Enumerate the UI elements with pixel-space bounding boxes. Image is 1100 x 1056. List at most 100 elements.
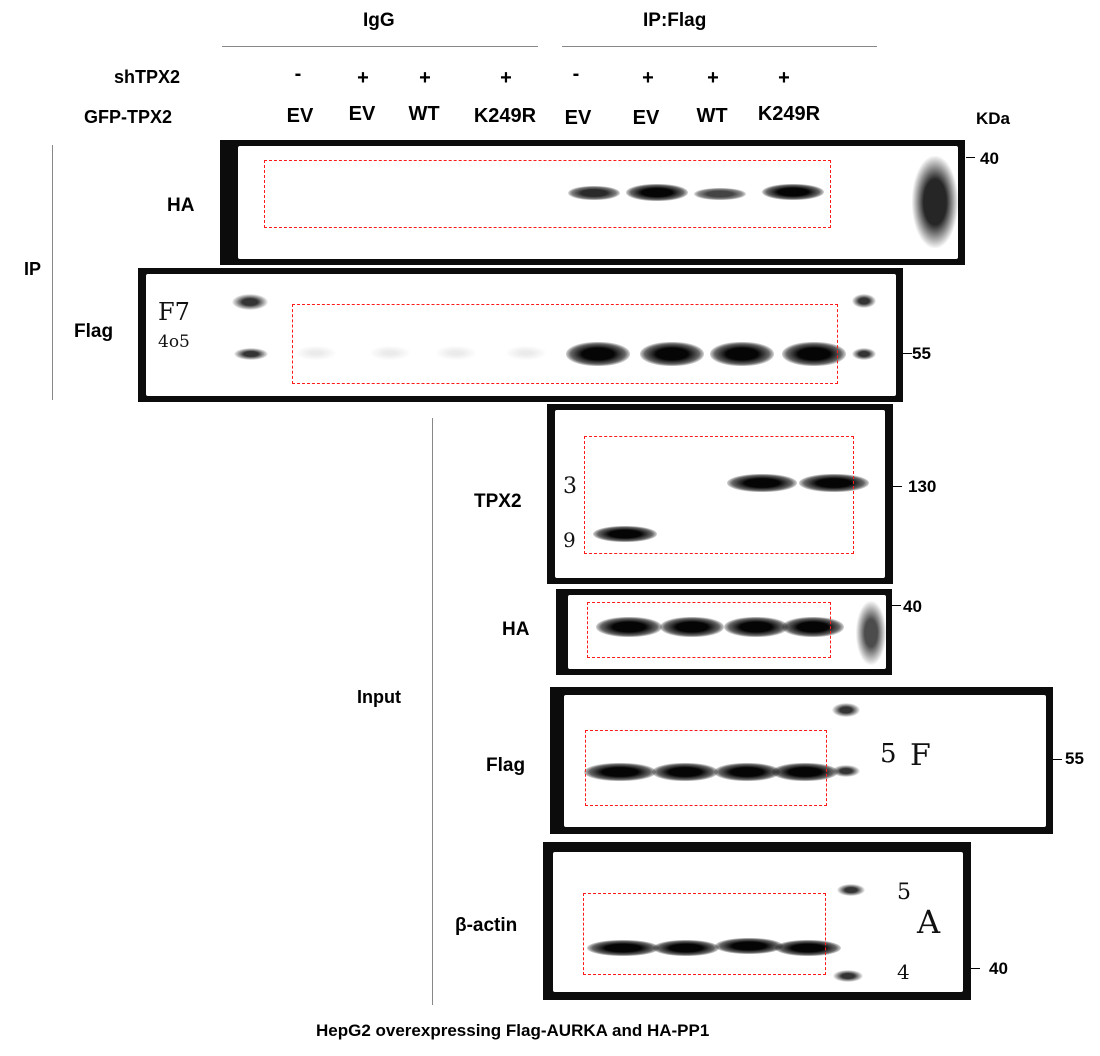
sh-value-1: - [294,63,302,85]
in-ha-roi [587,602,831,658]
gfp-value-1: EV [286,105,314,127]
in-flag-ladder-2 [832,765,860,777]
ip-flag-ladder-right-2 [852,348,876,360]
ip-flag-handwriting-2: 4o5 [158,332,190,352]
gfp-value-7: WT [696,105,728,127]
in-actin-mw: 40 [989,959,1008,978]
group-header-igg: IgG [363,10,395,31]
in-flag-mw: 55 [1065,749,1084,768]
in-actin-handwriting-2: A [917,903,941,941]
in-flag-ladder-1 [832,703,860,717]
ip-ha-marker-scribble [912,156,958,248]
in-actin-handwriting-1: 5 [897,880,911,905]
input-section-bracket [432,418,433,1005]
in-ha-marker-scribble [856,601,886,665]
in-tpx2-band-1 [593,526,657,542]
ip-section-label: IP [24,259,42,279]
in-tpx2-membrane: 3 9 [555,410,885,578]
sh-value-6: + [642,67,654,89]
in-ha-band-2 [660,617,724,637]
in-tpx2-blot: 3 9 [547,404,893,584]
in-ha-band-1 [596,617,662,637]
in-actin-band-1 [587,940,659,956]
ip-flag-band-5 [566,342,630,366]
in-ha-mw: 40 [903,597,922,616]
sh-value-5: - [572,63,580,85]
in-actin-roi [583,893,826,975]
ip-flag-faint-3 [436,346,476,360]
gfp-value-8: K249R [757,103,821,125]
in-ha-blot [556,589,892,675]
in-ha-membrane [568,595,886,669]
gfp-value-5: EV [564,107,592,129]
in-actin-blot: 5 A 4 [543,842,971,1000]
ip-flag-label: Flag [74,321,114,342]
in-flag-handwriting-2: F [910,738,931,773]
ip-ha-band-6 [626,184,688,201]
in-ha-mw-tick [892,605,901,606]
in-flag-mw-tick [1053,759,1062,760]
in-tpx2-roi [584,436,854,554]
ip-section-bracket [52,145,53,400]
ip-flag-faint-2 [370,346,410,360]
in-tpx2-band-4 [799,474,869,492]
ip-flag-ladder-upper [232,294,268,310]
ip-ha-membrane [238,146,958,259]
in-ha-band-3 [724,617,788,637]
kda-label: KDa [976,109,1011,128]
in-tpx2-handwriting-2: 9 [563,528,576,552]
sh-value-4: + [500,67,512,89]
in-actin-handwriting-3: 4 [897,960,910,984]
in-flag-handwriting-1: 5 [880,739,897,769]
ip-ha-mw: 40 [980,149,999,168]
ip-ha-blot [220,140,965,265]
ip-flag-ladder-right-1 [852,294,876,308]
ip-flag-band-8 [782,342,846,366]
in-actin-band-4 [775,940,841,956]
ip-ha-band-8 [762,184,824,200]
group-underline-ip-flag [562,46,877,47]
gfp-value-4: K249R [473,105,537,127]
ip-ha-band-7 [694,188,746,200]
ip-ha-roi [264,160,831,228]
in-actin-band-2 [653,940,719,956]
sh-value-2: + [357,67,369,89]
in-actin-ladder-1 [837,884,865,896]
in-flag-label: Flag [486,755,526,776]
in-tpx2-label: TPX2 [474,491,522,512]
ip-flag-band-7 [710,342,774,366]
in-tpx2-mw-tick [893,486,902,487]
sh-value-7: + [707,67,719,89]
in-tpx2-handwriting-1: 3 [563,474,577,499]
ip-ha-mw-tick [966,157,975,158]
in-actin-ladder-2 [833,970,863,982]
ip-ha-label: HA [167,195,195,216]
group-underline-igg [222,46,538,47]
in-actin-mw-tick [971,968,980,969]
sh-value-8: + [778,67,790,89]
ip-flag-roi [292,304,838,384]
in-tpx2-mw: 130 [908,477,937,496]
figure-caption: HepG2 overexpressing Flag-AURKA and HA-P… [316,1021,710,1040]
gfp-tpx2-row-label: GFP-TPX2 [84,107,173,127]
ip-flag-handwriting-1: F7 [158,298,190,326]
in-ha-label: HA [502,619,530,640]
input-section-label: Input [357,687,401,707]
ip-flag-band-6 [640,342,704,366]
in-tpx2-band-3 [727,474,797,492]
ip-ha-band-5 [568,186,620,200]
group-header-ip-flag: IP:Flag [643,10,707,31]
ip-flag-ladder-lower [234,348,268,360]
shtpx2-row-label: shTPX2 [114,67,181,87]
gfp-value-2: EV [348,103,376,125]
in-actin-membrane: 5 A 4 [553,852,963,992]
in-flag-band-3 [714,763,780,781]
ip-flag-mw-tick [903,353,912,354]
sh-value-3: + [419,67,431,89]
in-flag-band-4 [772,763,838,781]
gfp-value-3: WT [408,103,440,125]
in-actin-band-3 [715,938,783,954]
in-flag-blot: 5 F [550,687,1053,834]
in-flag-roi [585,730,827,806]
